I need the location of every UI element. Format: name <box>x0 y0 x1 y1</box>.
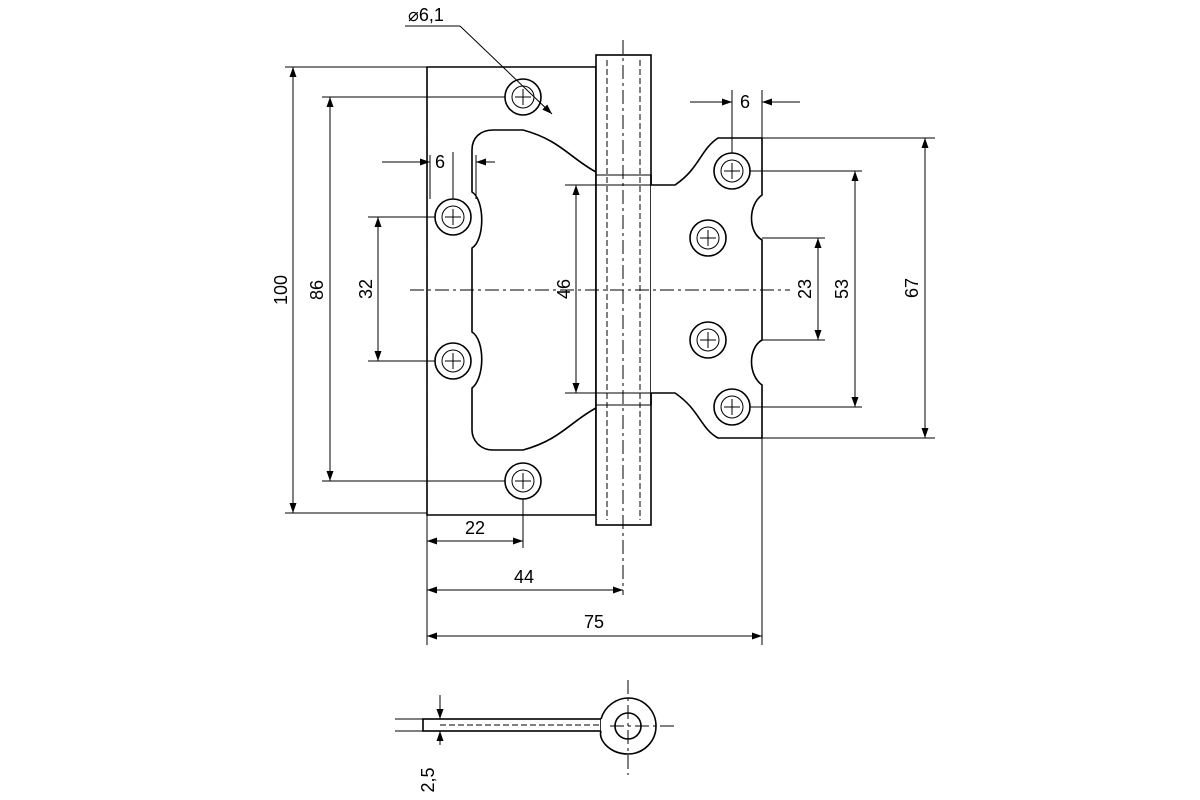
hole-right-top <box>713 152 751 190</box>
dim-hole-edge-distance: 22 <box>465 518 485 538</box>
hole-left-lower <box>434 342 472 380</box>
dim-right-leaf-height: 67 <box>902 278 922 298</box>
dim-middle-hole-spacing-right: 53 <box>832 279 852 299</box>
side-view <box>395 680 678 775</box>
hole-left-bottom <box>504 462 542 500</box>
knuckle <box>595 40 652 595</box>
dim-total-width: 75 <box>584 612 604 632</box>
dim-offset-right: 6 <box>740 92 750 112</box>
hole-right-bottom <box>713 388 751 426</box>
dim-offset-left: 6 <box>435 152 445 172</box>
dim-knuckle-length: 46 <box>554 279 574 299</box>
dim-hole-diameter: ⌀6,1 <box>408 5 444 25</box>
dim-inner-hole-spacing-left: 32 <box>356 279 376 299</box>
dimension-labels: ⌀6,1 100 86 32 46 6 6 23 53 67 22 44 75 … <box>271 5 922 793</box>
extension-lines <box>285 66 935 645</box>
hole-left-top <box>504 78 542 116</box>
dim-leaf-width-to-axis: 44 <box>514 567 534 587</box>
hole-left-upper <box>434 198 472 236</box>
mounting-holes <box>434 78 751 500</box>
hole-right-lower <box>689 321 727 359</box>
dim-outer-hole-spacing: 86 <box>307 280 327 300</box>
dimension-lines <box>289 25 929 640</box>
dim-thickness: 2,5 <box>418 767 438 792</box>
dim-total-height: 100 <box>271 275 291 305</box>
hole-right-upper <box>689 219 727 257</box>
dim-inner-hole-spacing-right: 23 <box>795 279 815 299</box>
